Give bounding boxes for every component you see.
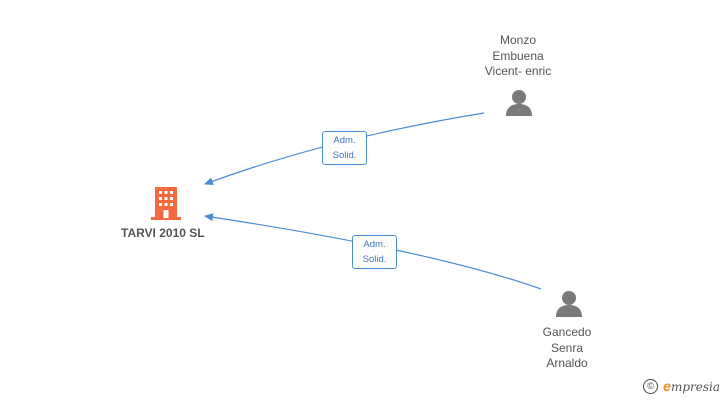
person-name-line: Gancedo [542,325,592,339]
person-name-2[interactable]: Gancedo Senra Arnaldo [517,325,617,372]
relation-label-line: Adm. [333,135,356,146]
brand-logo: empresia [663,378,720,394]
person-name-line: Embuena [492,48,544,63]
relation-badge-2[interactable]: Adm. Solid. [352,235,397,269]
person-name-line: Senra [550,340,584,355]
person-name-line: Arnaldo [546,356,588,370]
person-name-line: Vicent- enric [484,64,552,78]
copyright-icon: © [643,378,659,394]
person-name-1[interactable]: Monzo Embuena Vicent- enric [468,33,568,80]
brand-initial: e [663,378,671,394]
relation-edge-2 [204,213,542,290]
person-icon[interactable] [556,291,582,317]
relation-badge-1[interactable]: Adm. Solid. [322,131,367,165]
relation-label-line: Solid. [332,150,357,161]
person-name-line: Monzo [499,33,537,47]
person-icon[interactable] [506,90,532,116]
relation-label-line: Adm. [363,239,386,250]
brand-watermark: © empresia [643,378,720,394]
brand-name: mpresia [670,380,720,394]
relation-label-line: Solid. [362,254,387,265]
building-icon[interactable] [151,187,181,220]
company-name[interactable]: TARVI 2010 SL [121,226,205,240]
